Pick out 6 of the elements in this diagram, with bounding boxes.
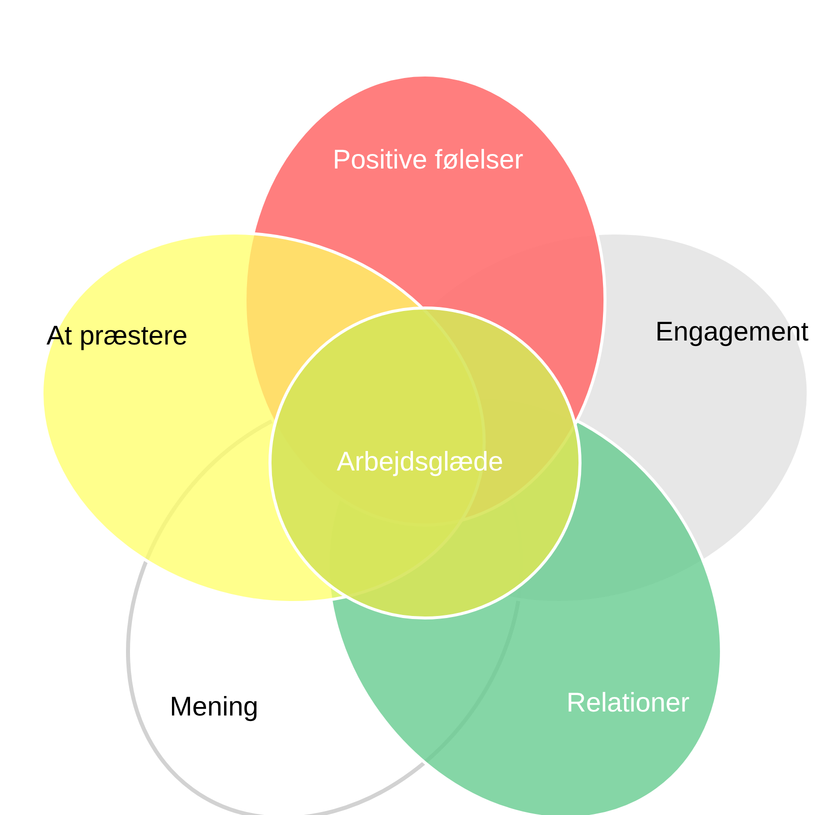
- petal-label: At præstere: [46, 320, 188, 352]
- petal-label: Positive følelser: [332, 144, 524, 176]
- petal-label: Engagement: [655, 316, 809, 348]
- petal-label: Relationer: [566, 687, 690, 718]
- petal-label: Arbejdsglæde: [336, 446, 504, 478]
- petal-label: Mening: [170, 691, 258, 722]
